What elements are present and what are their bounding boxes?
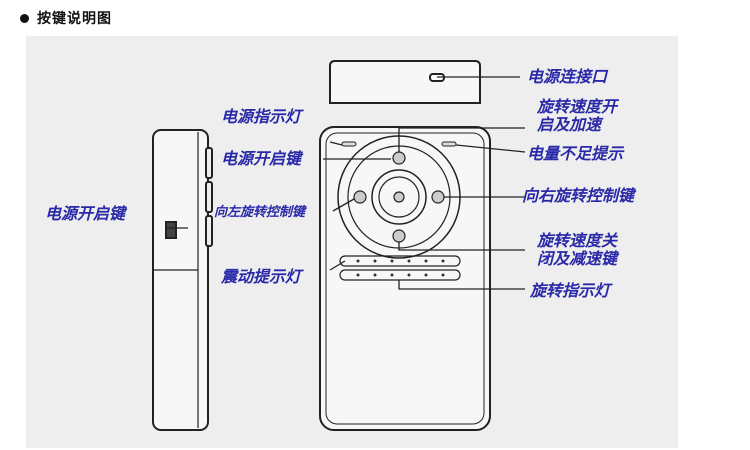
label-rotation-indicator: 旋转指示灯 bbox=[530, 281, 611, 300]
speed-down-button bbox=[392, 229, 406, 243]
page-title: 按键说明图 bbox=[20, 8, 112, 28]
rotate-left-button bbox=[353, 190, 367, 204]
label-speed-up-line1: 旋转速度开 bbox=[537, 97, 618, 116]
bullet-icon bbox=[20, 13, 29, 23]
label-power-indicator: 电源指示灯 bbox=[221, 107, 302, 126]
power-indicator-light bbox=[341, 141, 357, 147]
label-low-battery: 电量不足提示 bbox=[527, 144, 624, 163]
leader-lines bbox=[166, 76, 526, 290]
title-text: 按键说明图 bbox=[37, 11, 112, 27]
side-power-switch bbox=[165, 221, 177, 239]
low-battery-light bbox=[441, 141, 457, 147]
device-top-view bbox=[329, 60, 481, 104]
device-front-view bbox=[319, 126, 491, 431]
label-speed-up-line2: 启及加速 bbox=[537, 115, 602, 134]
label-power-switch-side: 电源开启键 bbox=[45, 204, 126, 223]
center-power-button bbox=[393, 191, 405, 203]
label-speed-down-line2: 闭及减速键 bbox=[537, 249, 618, 268]
device-side-view bbox=[152, 129, 213, 431]
label-rotate-right: 向右旋转控制键 bbox=[522, 186, 635, 205]
label-vibration-indicator: 震动提示灯 bbox=[221, 267, 302, 286]
label-power-port: 电源连接口 bbox=[527, 67, 608, 86]
label-power-switch-center: 电源开启键 bbox=[221, 149, 302, 168]
speed-up-button bbox=[392, 151, 406, 165]
rotate-right-button bbox=[431, 190, 445, 204]
label-speed-down-line1: 旋转速度关 bbox=[537, 231, 618, 250]
label-rotate-left: 向左旋转控制键 bbox=[214, 205, 306, 220]
